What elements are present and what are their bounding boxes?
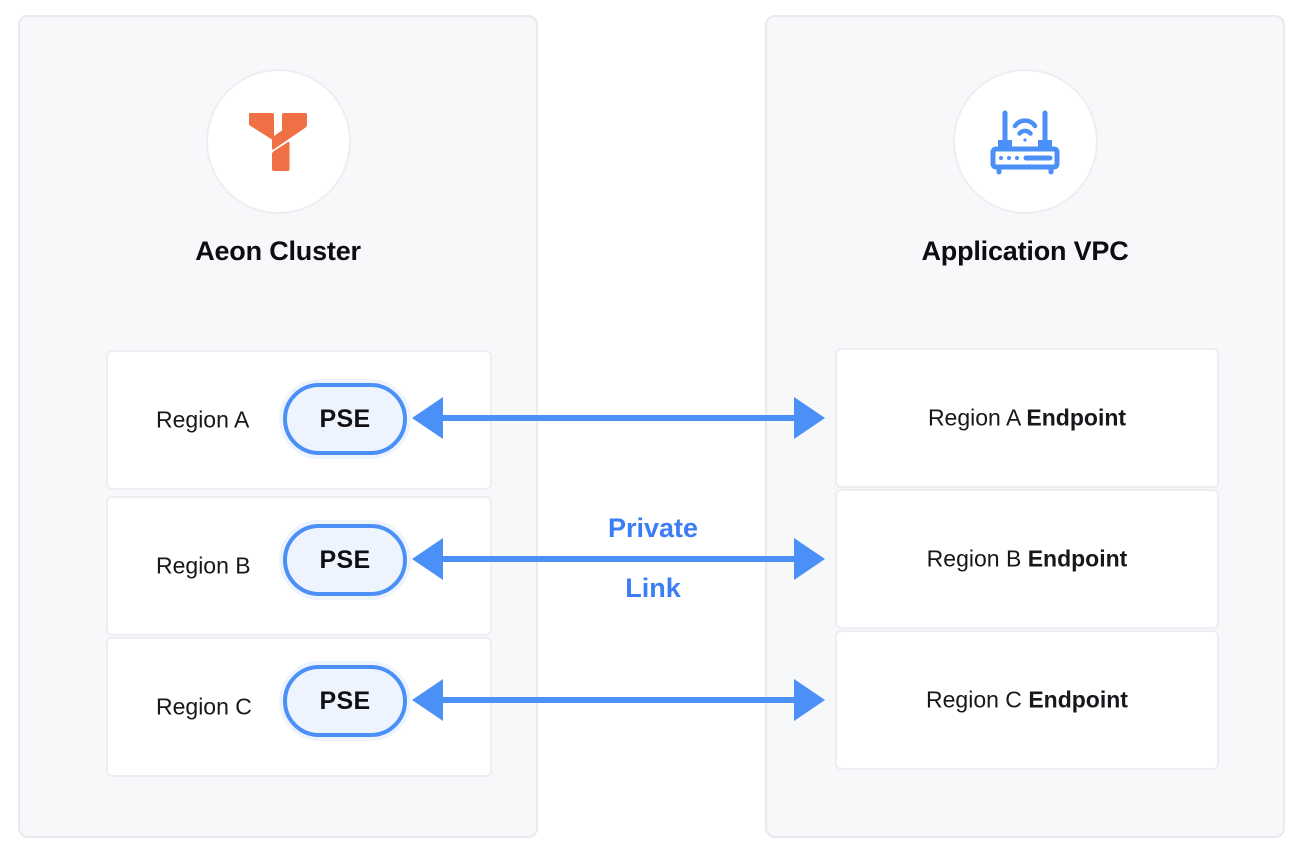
arrow-head-left-b	[412, 538, 443, 580]
pse-node-a[interactable]: PSE	[283, 383, 407, 455]
pse-node-b[interactable]: PSE	[283, 524, 407, 596]
endpoint-box-a[interactable]: Region A Endpoint	[835, 348, 1219, 488]
endpoint-label-a: Region A Endpoint	[837, 405, 1217, 432]
endpoint-label-c: Region C Endpoint	[837, 687, 1217, 714]
pse-node-b-label: PSE	[319, 545, 371, 574]
aeon-cluster-header: Aeon Cluster	[20, 69, 536, 267]
aeon-cluster-panel: Aeon Cluster Region A Region B Region C	[18, 15, 538, 838]
private-link-caption-line2-text: Link	[619, 575, 687, 602]
arrow-head-right-c	[794, 679, 825, 721]
pse-node-c[interactable]: PSE	[283, 665, 407, 737]
pse-node-a-label: PSE	[319, 404, 371, 433]
connector-line-c	[443, 697, 818, 703]
endpoint-box-c[interactable]: Region C Endpoint	[835, 630, 1219, 770]
endpoint-label-b-prefix: Region B	[926, 545, 1028, 572]
region-label-b: Region B	[156, 552, 251, 579]
region-label-c: Region C	[156, 693, 252, 720]
endpoint-label-b: Region B Endpoint	[837, 546, 1217, 573]
private-link-caption-line2: Link	[553, 575, 753, 602]
endpoint-label-a-prefix: Region A	[927, 404, 1027, 431]
application-vpc-header: Application VPC	[767, 69, 1283, 267]
arrow-head-left-a	[412, 397, 443, 439]
endpoint-label-c-bold: Endpoint	[1028, 686, 1128, 713]
endpoint-box-b[interactable]: Region B Endpoint	[835, 489, 1219, 629]
application-vpc-title: Application VPC	[921, 236, 1129, 266]
arrow-head-right-b	[794, 538, 825, 580]
router-wifi-icon	[952, 69, 1098, 214]
connector-line-a	[443, 415, 818, 421]
private-link-caption-line1: Private	[553, 515, 753, 542]
aeon-logo-icon	[205, 69, 351, 214]
aeon-cluster-title: Aeon Cluster	[195, 236, 361, 266]
endpoint-label-b-bold: Endpoint	[1027, 545, 1128, 572]
pse-node-c-label: PSE	[319, 686, 371, 715]
endpoint-label-a-bold: Endpoint	[1026, 404, 1127, 431]
arrow-head-left-c	[412, 679, 443, 721]
private-link-caption-line1-text: Private	[601, 515, 705, 542]
region-label-a: Region A	[156, 406, 250, 433]
connector-line-b	[443, 556, 818, 562]
arrow-head-right-a	[794, 397, 825, 439]
endpoint-label-c-prefix: Region C	[926, 686, 1029, 713]
